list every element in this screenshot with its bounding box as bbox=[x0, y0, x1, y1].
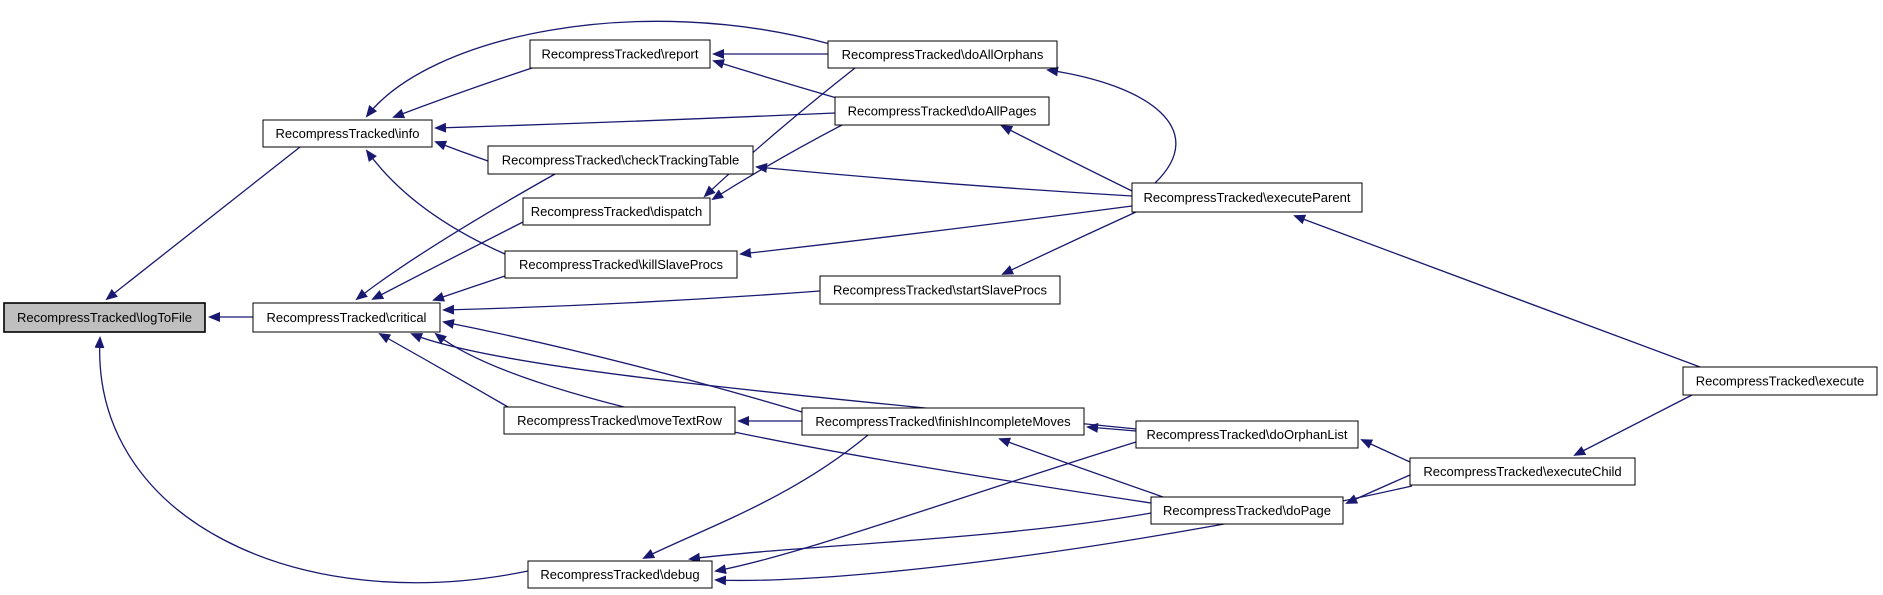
node-report[interactable]: RecompressTracked\report bbox=[529, 39, 711, 69]
node-doAllPages[interactable]: RecompressTracked\doAllPages bbox=[834, 96, 1050, 126]
node-label: RecompressTracked\doAllPages bbox=[848, 103, 1037, 118]
edge-executeParent-checkTrackingTable bbox=[755, 162, 1133, 197]
node-box bbox=[527, 560, 713, 589]
edges-layer bbox=[94, 20, 1701, 586]
node-logToFile[interactable]: RecompressTracked\logToFile bbox=[3, 302, 206, 333]
node-box bbox=[834, 96, 1050, 126]
edge-startSlaveProcs-critical bbox=[442, 290, 821, 315]
node-label: RecompressTracked\checkTrackingTable bbox=[502, 152, 739, 167]
edge-debug-logToFile bbox=[94, 336, 529, 584]
edge-info-logToFile bbox=[105, 146, 301, 301]
node-critical[interactable]: RecompressTracked\critical bbox=[252, 302, 441, 333]
node-box bbox=[1131, 182, 1363, 213]
edge-executeChild-doOrphanList bbox=[1360, 439, 1411, 463]
edge-executeParent-doAllOrphans bbox=[1046, 66, 1177, 184]
node-label: RecompressTracked\report bbox=[541, 46, 698, 61]
node-label: RecompressTracked\killSlaveProcs bbox=[519, 257, 723, 272]
edge-doAllPages-report bbox=[712, 59, 841, 100]
node-label: RecompressTracked\doOrphanList bbox=[1146, 427, 1347, 442]
node-doOrphanList[interactable]: RecompressTracked\doOrphanList bbox=[1135, 420, 1359, 449]
node-executeChild[interactable]: RecompressTracked\executeChild bbox=[1409, 457, 1636, 486]
edge-doAllPages-info bbox=[434, 112, 836, 133]
edge-doAllPages-dispatch bbox=[711, 124, 843, 201]
edge-doPage-debug bbox=[688, 512, 1152, 563]
edge-doOrphanList-finishIncompleteMoves bbox=[1086, 422, 1137, 433]
node-box bbox=[529, 39, 711, 69]
node-finishIncompleteMoves[interactable]: RecompressTracked\finishIncompleteMoves bbox=[801, 407, 1085, 436]
node-label: RecompressTracked\debug bbox=[540, 567, 699, 582]
node-label: RecompressTracked\doPage bbox=[1163, 503, 1331, 518]
edge-executeParent-killSlaveProcs bbox=[739, 205, 1133, 258]
node-box bbox=[1135, 420, 1359, 449]
edge-checkTrackingTable-info bbox=[434, 140, 489, 162]
edge-executeParent-doAllPages bbox=[1000, 125, 1133, 192]
node-box bbox=[487, 145, 754, 175]
node-box bbox=[522, 197, 711, 226]
node-label: RecompressTracked\execute bbox=[1696, 373, 1865, 388]
node-label: RecompressTracked\dispatch bbox=[531, 204, 702, 219]
node-box bbox=[262, 119, 433, 148]
edge-killSlaveProcs-info bbox=[365, 149, 506, 255]
node-label: RecompressTracked\executeParent bbox=[1144, 190, 1351, 205]
node-execute[interactable]: RecompressTracked\execute bbox=[1682, 366, 1878, 396]
node-label: RecompressTracked\finishIncompleteMoves bbox=[815, 414, 1071, 429]
node-box bbox=[504, 250, 738, 279]
edge-checkTrackingTable-critical bbox=[355, 173, 556, 301]
node-moveTextRow[interactable]: RecompressTracked\moveTextRow bbox=[503, 406, 736, 435]
node-checkTrackingTable[interactable]: RecompressTracked\checkTrackingTable bbox=[487, 145, 754, 175]
node-executeParent[interactable]: RecompressTracked\executeParent bbox=[1131, 182, 1363, 213]
edge-doPage-finishIncompleteMoves bbox=[998, 437, 1164, 498]
edge-killSlaveProcs-critical bbox=[432, 275, 506, 302]
node-box bbox=[801, 407, 1085, 436]
node-box bbox=[819, 275, 1061, 305]
edge-dispatch-critical bbox=[371, 221, 524, 300]
edge-moveTextRow-critical bbox=[378, 333, 509, 408]
node-label: RecompressTracked\logToFile bbox=[17, 310, 192, 325]
node-debug[interactable]: RecompressTracked\debug bbox=[527, 560, 713, 589]
edge-finishIncompleteMoves-critical bbox=[442, 319, 803, 413]
node-label: RecompressTracked\executeChild bbox=[1423, 464, 1621, 479]
node-box bbox=[1409, 457, 1636, 486]
node-info[interactable]: RecompressTracked\info bbox=[262, 119, 433, 148]
node-label: RecompressTracked\critical bbox=[267, 310, 427, 325]
node-label: RecompressTracked\moveTextRow bbox=[517, 413, 722, 428]
node-box bbox=[3, 302, 206, 333]
edge-execute-executeChild bbox=[1573, 394, 1693, 456]
node-doAllOrphans[interactable]: RecompressTracked\doAllOrphans bbox=[827, 40, 1058, 69]
edge-doAllOrphans-info bbox=[365, 20, 831, 118]
node-label: RecompressTracked\info bbox=[275, 126, 419, 141]
node-dispatch[interactable]: RecompressTracked\dispatch bbox=[522, 197, 711, 226]
edge-doOrphanList-debug bbox=[714, 441, 1137, 575]
node-label: RecompressTracked\startSlaveProcs bbox=[833, 282, 1048, 297]
node-box bbox=[503, 406, 736, 435]
node-box bbox=[252, 302, 441, 333]
edge-executeChild-doPage bbox=[1345, 474, 1411, 504]
node-box bbox=[1682, 366, 1878, 396]
edge-report-info bbox=[392, 67, 533, 119]
node-box bbox=[1150, 496, 1344, 525]
node-box bbox=[827, 40, 1058, 69]
node-doPage[interactable]: RecompressTracked\doPage bbox=[1150, 496, 1344, 525]
edge-execute-executeParent bbox=[1293, 214, 1701, 368]
node-killSlaveProcs[interactable]: RecompressTracked\killSlaveProcs bbox=[504, 250, 738, 279]
edge-finishIncompleteMoves-debug bbox=[642, 434, 869, 559]
node-label: RecompressTracked\doAllOrphans bbox=[842, 47, 1044, 62]
edge-doAllOrphans-dispatch bbox=[703, 67, 856, 198]
edge-executeParent-startSlaveProcs bbox=[1001, 211, 1137, 275]
node-startSlaveProcs[interactable]: RecompressTracked\startSlaveProcs bbox=[819, 275, 1061, 305]
